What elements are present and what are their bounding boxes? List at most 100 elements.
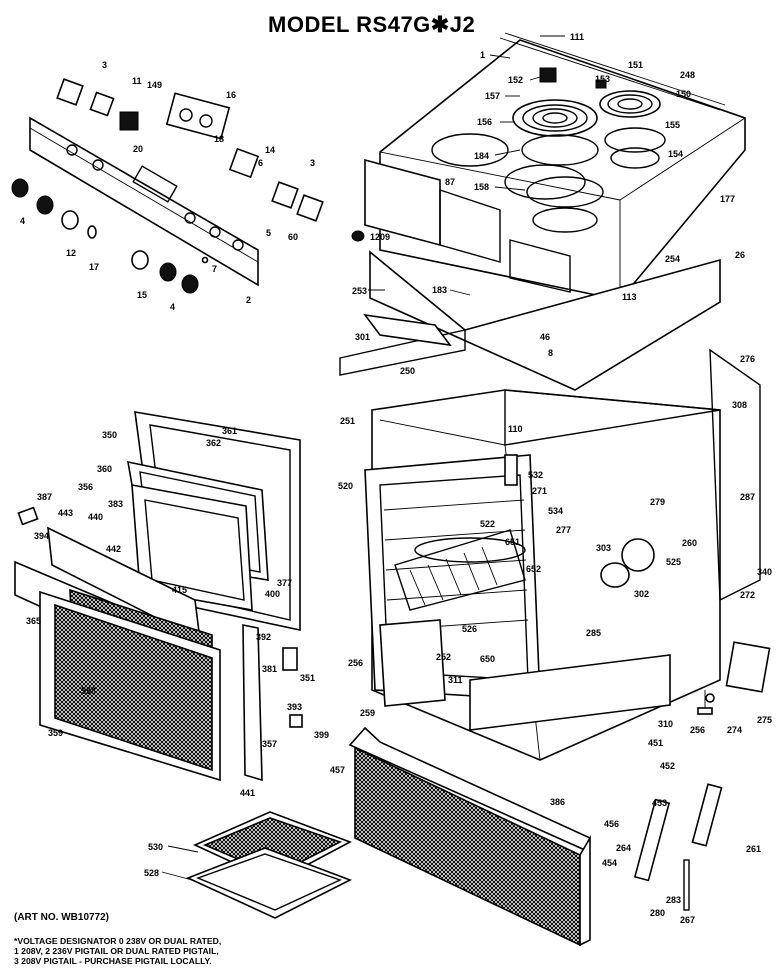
label-150: 150 (676, 89, 691, 99)
label-111: 111 (570, 32, 584, 42)
label-264: 264 (616, 843, 631, 853)
label-260: 260 (682, 538, 697, 548)
label-11: 11 (132, 76, 142, 86)
voltage-note-line-1: *VOLTAGE DESIGNATOR 0 238V OR DUAL RATED… (14, 936, 222, 946)
label-558: 558 (81, 686, 96, 696)
label-525: 525 (666, 557, 681, 567)
label-110: 110 (508, 424, 523, 434)
label-530: 530 (148, 842, 163, 852)
label-285: 285 (586, 628, 601, 638)
label-399: 399 (314, 730, 329, 740)
label-362: 362 (206, 438, 221, 448)
label-113: 113 (622, 292, 637, 302)
broiler-pan (185, 811, 352, 919)
label-453: 453 (652, 798, 667, 808)
label-340: 340 (757, 567, 772, 577)
label-60: 60 (288, 232, 298, 242)
label-275: 275 (757, 715, 772, 725)
broil-element (414, 454, 526, 563)
label-386: 386 (550, 797, 565, 807)
label-359: 359 (48, 728, 63, 738)
label-1209: 1209 (370, 232, 390, 242)
storage-drawer (348, 726, 592, 947)
label-2: 2 (246, 295, 251, 305)
label-357: 357 (262, 739, 277, 749)
label-387: 387 (37, 492, 52, 502)
label-361: 361 (222, 426, 237, 436)
label-149: 149 (147, 80, 162, 90)
label-651: 651 (505, 537, 520, 547)
label-158: 158 (474, 182, 489, 192)
label-303: 303 (596, 543, 611, 553)
label-18: 18 (214, 134, 224, 144)
label-302: 302 (634, 589, 649, 599)
model-title: MODEL RS47G✱J2 (268, 12, 476, 37)
label-254: 254 (665, 254, 680, 264)
label-1: 1 (480, 50, 485, 60)
surface-units (512, 67, 666, 233)
oven-bottom-panel (379, 619, 671, 731)
label-259: 259 (360, 708, 375, 718)
label-153: 153 (595, 74, 610, 84)
label-16: 16 (226, 90, 236, 100)
voltage-note-line-3: 3 208V PIGTAIL - PURCHASE PIGTAIL LOCALL… (14, 956, 212, 966)
label-274: 274 (727, 725, 742, 735)
label-394: 394 (34, 531, 49, 541)
label-15: 15 (137, 290, 147, 300)
label-256: 256 (348, 658, 363, 668)
label-250: 250 (400, 366, 415, 376)
label-276: 276 (740, 354, 755, 364)
label-155: 155 (665, 120, 680, 130)
label-3b: 3 (310, 158, 315, 168)
label-157: 157 (485, 91, 500, 101)
label-151: 151 (628, 60, 643, 70)
label-534: 534 (548, 506, 563, 516)
label-251: 251 (340, 416, 355, 426)
label-441: 441 (240, 788, 255, 798)
label-351: 351 (300, 673, 315, 683)
label-522: 522 (480, 519, 495, 529)
label-3: 3 (102, 60, 107, 70)
label-308: 308 (732, 400, 747, 410)
label-310: 310 (658, 719, 673, 729)
label-152: 152 (508, 75, 523, 85)
label-261: 261 (746, 844, 761, 854)
label-311: 311 (448, 675, 463, 685)
label-17: 17 (89, 262, 99, 272)
label-8: 8 (548, 348, 553, 358)
oven-rack (394, 529, 526, 611)
control-knobs (11, 178, 209, 294)
label-4b: 4 (170, 302, 175, 312)
label-532: 532 (528, 470, 543, 480)
label-457: 457 (330, 765, 345, 775)
label-415: 415 (172, 585, 187, 595)
label-5: 5 (266, 228, 271, 238)
label-253: 253 (352, 286, 367, 296)
label-177: 177 (720, 194, 735, 204)
label-248: 248 (680, 70, 695, 80)
label-360: 360 (97, 464, 112, 474)
part-labels: 111 1 151 248 152 153 157 150 156 155 18… (20, 32, 772, 925)
label-350: 350 (102, 430, 117, 440)
label-442: 442 (106, 544, 121, 554)
label-267: 267 (680, 915, 695, 925)
label-356: 356 (78, 482, 93, 492)
label-46: 46 (540, 332, 550, 342)
label-526: 526 (462, 624, 477, 634)
label-451: 451 (648, 738, 663, 748)
label-520: 520 (338, 481, 353, 491)
label-452: 452 (660, 761, 675, 771)
label-443: 443 (58, 508, 73, 518)
label-528: 528 (144, 868, 159, 878)
label-156: 156 (477, 117, 492, 127)
label-154: 154 (668, 149, 683, 159)
label-365: 365 (26, 616, 41, 626)
control-panel (29, 116, 259, 287)
label-272: 272 (740, 590, 755, 600)
leveling-legs (697, 641, 771, 715)
label-650: 650 (480, 654, 495, 664)
label-277: 277 (556, 525, 571, 535)
label-301: 301 (355, 332, 370, 342)
label-14: 14 (265, 145, 275, 155)
